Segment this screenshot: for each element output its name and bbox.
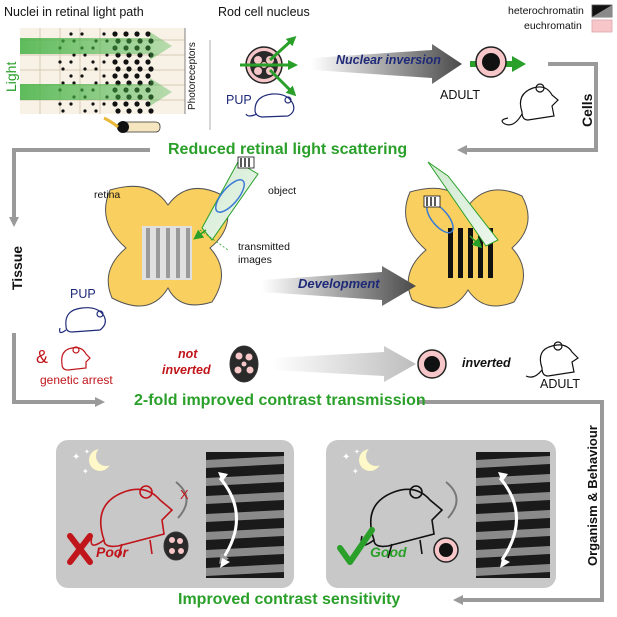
inverted-label-left: inverted [162, 363, 211, 377]
not-label: not [178, 347, 198, 361]
adult-mouse-tissue-icon [525, 341, 579, 378]
heterochromatin-swatch [591, 4, 613, 18]
object-label: object [268, 185, 297, 197]
object-grating-right [423, 195, 441, 208]
grating-stimulus-right [476, 452, 550, 578]
pup-mouse-tissue-icon [59, 307, 106, 334]
poor-panel-nucleus [163, 531, 189, 561]
adult-rod-nucleus [470, 46, 526, 78]
svg-text:✦: ✦ [84, 448, 90, 456]
cells-label: Cells [579, 93, 595, 127]
photoreceptor-cell-icon [103, 116, 161, 133]
tissue-label: Tissue [9, 245, 25, 290]
nuclei-path-title: Nuclei in retinal light path [4, 5, 144, 19]
adult-mouse-icon [501, 83, 559, 126]
svg-text:✦: ✦ [82, 467, 89, 476]
poor-mouse-icon [90, 485, 174, 559]
stars-right: ✦ ✦ ✦ [342, 448, 360, 476]
transmitted-label-1: transmitted [238, 241, 290, 253]
nuclear-inversion-arrow [312, 44, 462, 84]
good-panel-nucleus [433, 537, 459, 563]
pup-label-top: PUP [226, 93, 252, 107]
light-beam-lower [20, 78, 172, 106]
adult-label-top: ADULT [440, 88, 481, 102]
poor-label: Poor [96, 544, 128, 560]
object-grating-left [237, 156, 255, 169]
pup-label-tissue: PUP [70, 287, 96, 301]
development-label: Development [298, 276, 380, 291]
svg-text:✦: ✦ [72, 452, 80, 463]
retina-left [105, 185, 229, 307]
light-beam-upper [20, 32, 172, 60]
gaze-arc-left [175, 481, 188, 519]
inversion-arrow-light [272, 346, 416, 382]
cross-mark-icon [67, 533, 93, 565]
flow-arrows [9, 62, 604, 605]
adult-label-tissue: ADULT [540, 377, 581, 391]
genetic-arrest-mouse-icon [61, 346, 91, 371]
svg-text:✦: ✦ [354, 448, 360, 456]
optics-left [193, 156, 259, 251]
organism-behaviour-label: Organism & Behaviour [585, 425, 600, 566]
inverted-nucleus [417, 349, 447, 379]
gaze-arc-right [445, 481, 458, 519]
svg-text:✦: ✦ [352, 467, 359, 476]
pup-mouse-icon [245, 93, 295, 118]
good-label: Good [370, 544, 407, 560]
retina-right [405, 187, 529, 309]
light-label: Light [3, 61, 19, 92]
retinal-light-path-figure [20, 28, 211, 133]
rod-nucleus-title: Rod cell nucleus [218, 5, 310, 19]
moon-icon-right [359, 446, 386, 471]
retina-label: retina [94, 189, 121, 201]
genetic-arrest-label: genetic arrest [40, 373, 113, 387]
improved-sensitivity-title: Improved contrast sensitivity [178, 591, 401, 608]
scattered-light-arrows [240, 35, 298, 97]
svg-text:✦: ✦ [342, 452, 350, 463]
euchromatin-swatch [591, 19, 613, 33]
photoreceptors-label: Photoreceptors [187, 42, 198, 110]
legend-heterochromatin: heterochromatin [508, 5, 584, 17]
check-mark-icon [337, 527, 375, 565]
not-inverted-nucleus [229, 345, 259, 383]
grating-stimulus-left [206, 452, 284, 578]
moon-icon-left [89, 446, 116, 471]
optics-right [423, 161, 499, 249]
transmitted-label-2: images [238, 254, 272, 266]
development-arrow [262, 266, 416, 306]
good-mouse-icon [360, 485, 444, 559]
contrast-transmission-title: 2-fold improved contrast transmission [134, 392, 426, 409]
x-mark-label: X [180, 487, 189, 502]
inverted-label-right: inverted [462, 356, 511, 370]
nuclear-inversion-label: Nuclear inversion [336, 53, 441, 67]
reduced-scatter-title: Reduced retinal light scattering [168, 141, 408, 158]
stars-left: ✦ ✦ ✦ [72, 448, 90, 476]
legend-euchromatin: euchromatin [524, 20, 582, 32]
ampersand-label: & [36, 347, 49, 367]
